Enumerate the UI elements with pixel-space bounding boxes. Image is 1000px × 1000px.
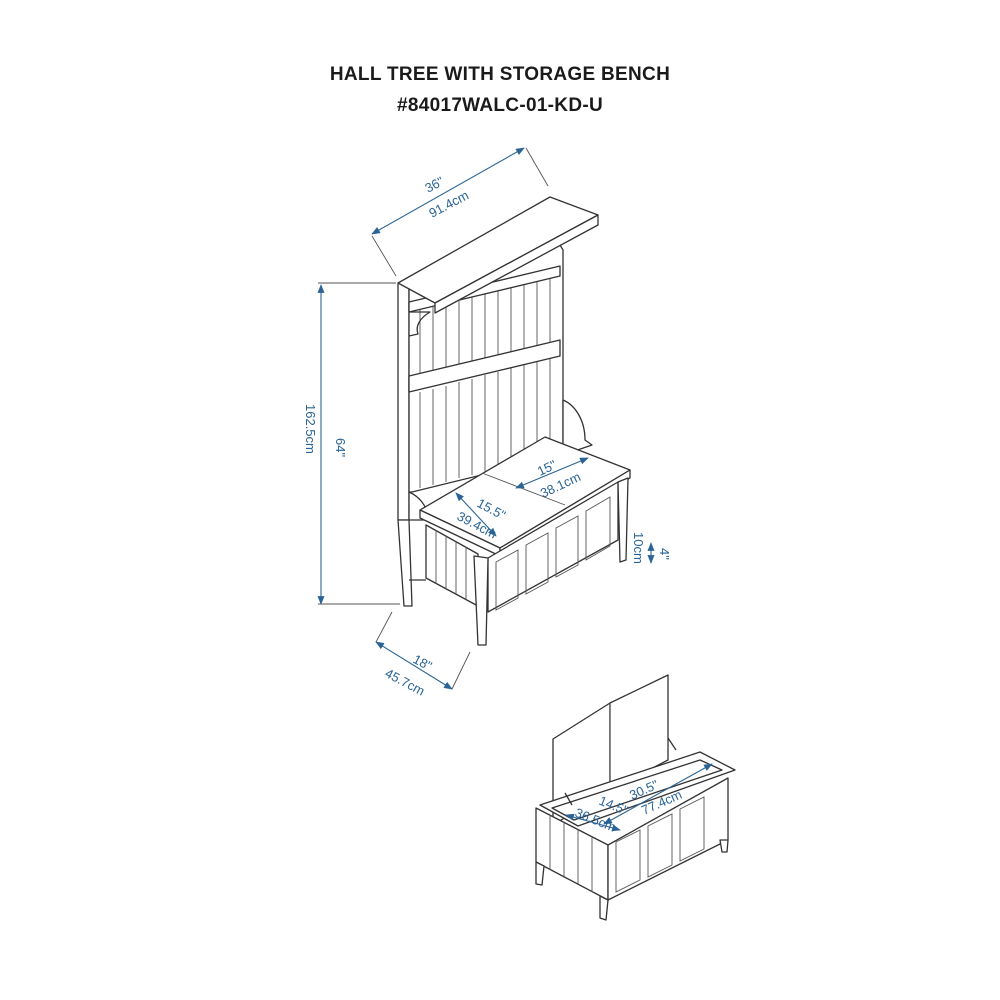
storage-depth-dimension	[565, 813, 621, 832]
model-number: #84017WALC-01-KD-U	[396, 95, 603, 116]
seat-lid-right-in-label: 15"	[535, 457, 559, 479]
storage-width-dimension	[603, 763, 713, 825]
seat-lid-right-dimension	[515, 457, 589, 489]
page-title: HALL TREE WITH STORAGE BENCH	[329, 64, 671, 85]
depth-cm-label: 45.7cm	[383, 665, 428, 698]
depth-in-label: 18"	[411, 651, 435, 673]
height-dimension	[317, 282, 400, 605]
height-in-label: 64"	[333, 438, 348, 457]
leg-in-label: 4"	[657, 548, 672, 560]
leg-cm-label: 10cm	[631, 532, 646, 564]
hall-tree-drawing	[397, 196, 631, 646]
height-cm-label: 162.5cm	[303, 404, 318, 454]
seat-lid-left-dimension	[455, 492, 497, 537]
width-dimension	[371, 147, 549, 277]
width-in-label: 36"	[422, 173, 446, 195]
depth-dimension	[375, 611, 471, 690]
